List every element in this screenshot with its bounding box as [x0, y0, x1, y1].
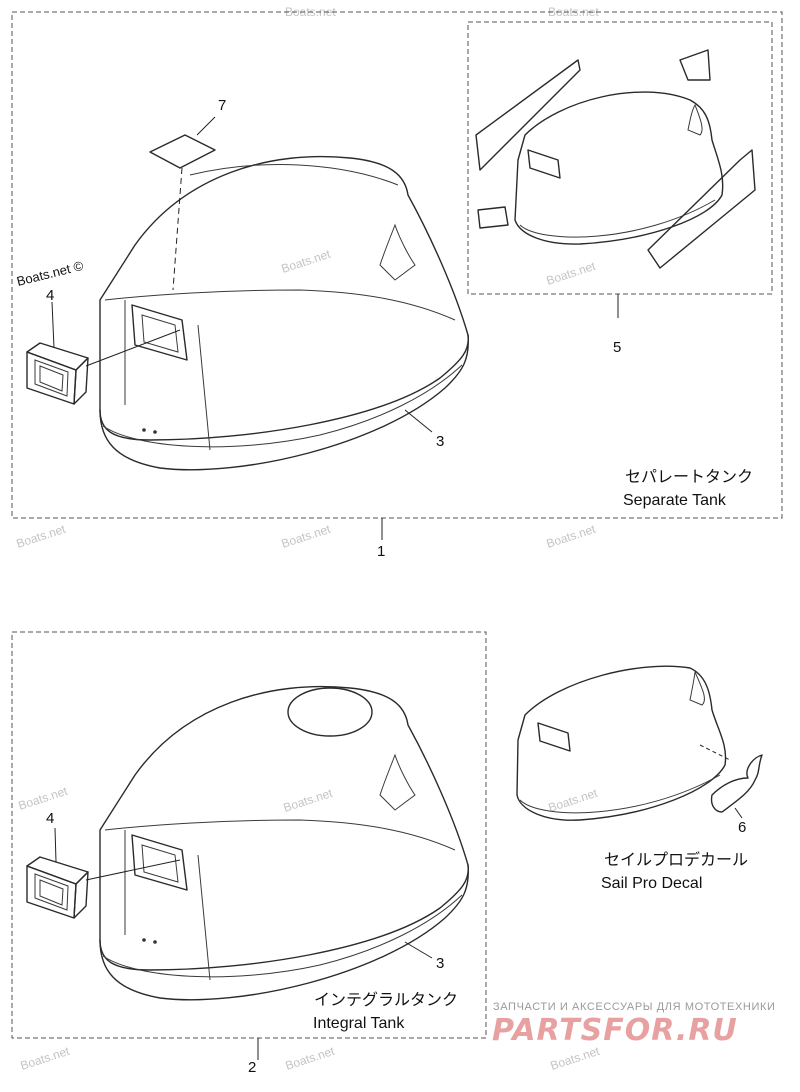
watermark: Boats.net	[17, 784, 70, 813]
top-cowling-separate-tank	[99, 155, 469, 471]
leader-line	[196, 116, 216, 136]
leader-line	[85, 329, 181, 367]
watermark: Boats.net	[545, 259, 598, 288]
leader-line	[404, 941, 433, 959]
watermark: Boats.net	[280, 247, 333, 276]
callout-4: 4	[46, 287, 54, 304]
integral-tank-caption-jp: インテグラルタンク	[314, 991, 458, 1009]
watermark: Boats.net	[545, 522, 598, 551]
brand-logo: PARTSFOR.RU	[492, 1013, 738, 1048]
callout-2: 2	[248, 1059, 256, 1076]
leader-line	[734, 807, 743, 819]
separate-tank-group-frame	[11, 11, 783, 519]
brand-tagline: ЗАПЧАСТИ И АКСЕССУАРЫ ДЛЯ МОТОТЕХНИКИ	[493, 1001, 775, 1013]
watermark: Boats.net	[280, 522, 333, 551]
sail-pro-caption-en: Sail Pro Decal	[601, 875, 702, 892]
watermark: Boats.net	[549, 1044, 602, 1073]
callout-7: 7	[218, 97, 226, 114]
callout-6: 6	[738, 819, 746, 836]
watermark-credit: Boats.net ©	[15, 258, 85, 289]
watermark: Boats.net	[15, 522, 68, 551]
sail-pro-cowling	[516, 665, 727, 821]
integral-tank-group-frame	[11, 631, 487, 1039]
callout-3: 3	[436, 955, 444, 972]
callout-5: 5	[613, 339, 621, 356]
decal-part-7	[149, 134, 216, 169]
top-cowling-integral-tank	[99, 685, 469, 1001]
leader-line	[54, 827, 57, 863]
watermark: Boats.net	[284, 1044, 337, 1073]
vent-grille-part-4	[26, 856, 89, 919]
leader-line	[699, 744, 731, 761]
sail-pro-decal-part-6	[710, 754, 763, 813]
callout-4: 4	[46, 810, 54, 827]
vent-grille-part-4	[26, 342, 89, 405]
integral-tank-caption-en: Integral Tank	[313, 1015, 405, 1032]
callout-1: 1	[377, 543, 385, 560]
leader-line	[51, 301, 55, 349]
separate-tank-caption-en: Separate Tank	[623, 492, 727, 509]
decal-kit-part-5	[475, 49, 756, 269]
watermark: Boats.net	[19, 1044, 72, 1073]
leader-line	[172, 167, 183, 291]
decal-kit-subframe	[467, 21, 773, 295]
watermark: Boats.net	[547, 786, 600, 815]
leader-line	[85, 859, 181, 881]
sail-pro-caption-jp: セイルプロデカール	[604, 850, 748, 869]
separate-tank-caption-jp: セパレートタンク	[625, 468, 753, 486]
watermark: Boats.net	[282, 786, 335, 815]
callout-3: 3	[436, 433, 444, 450]
leader-line	[404, 409, 433, 433]
